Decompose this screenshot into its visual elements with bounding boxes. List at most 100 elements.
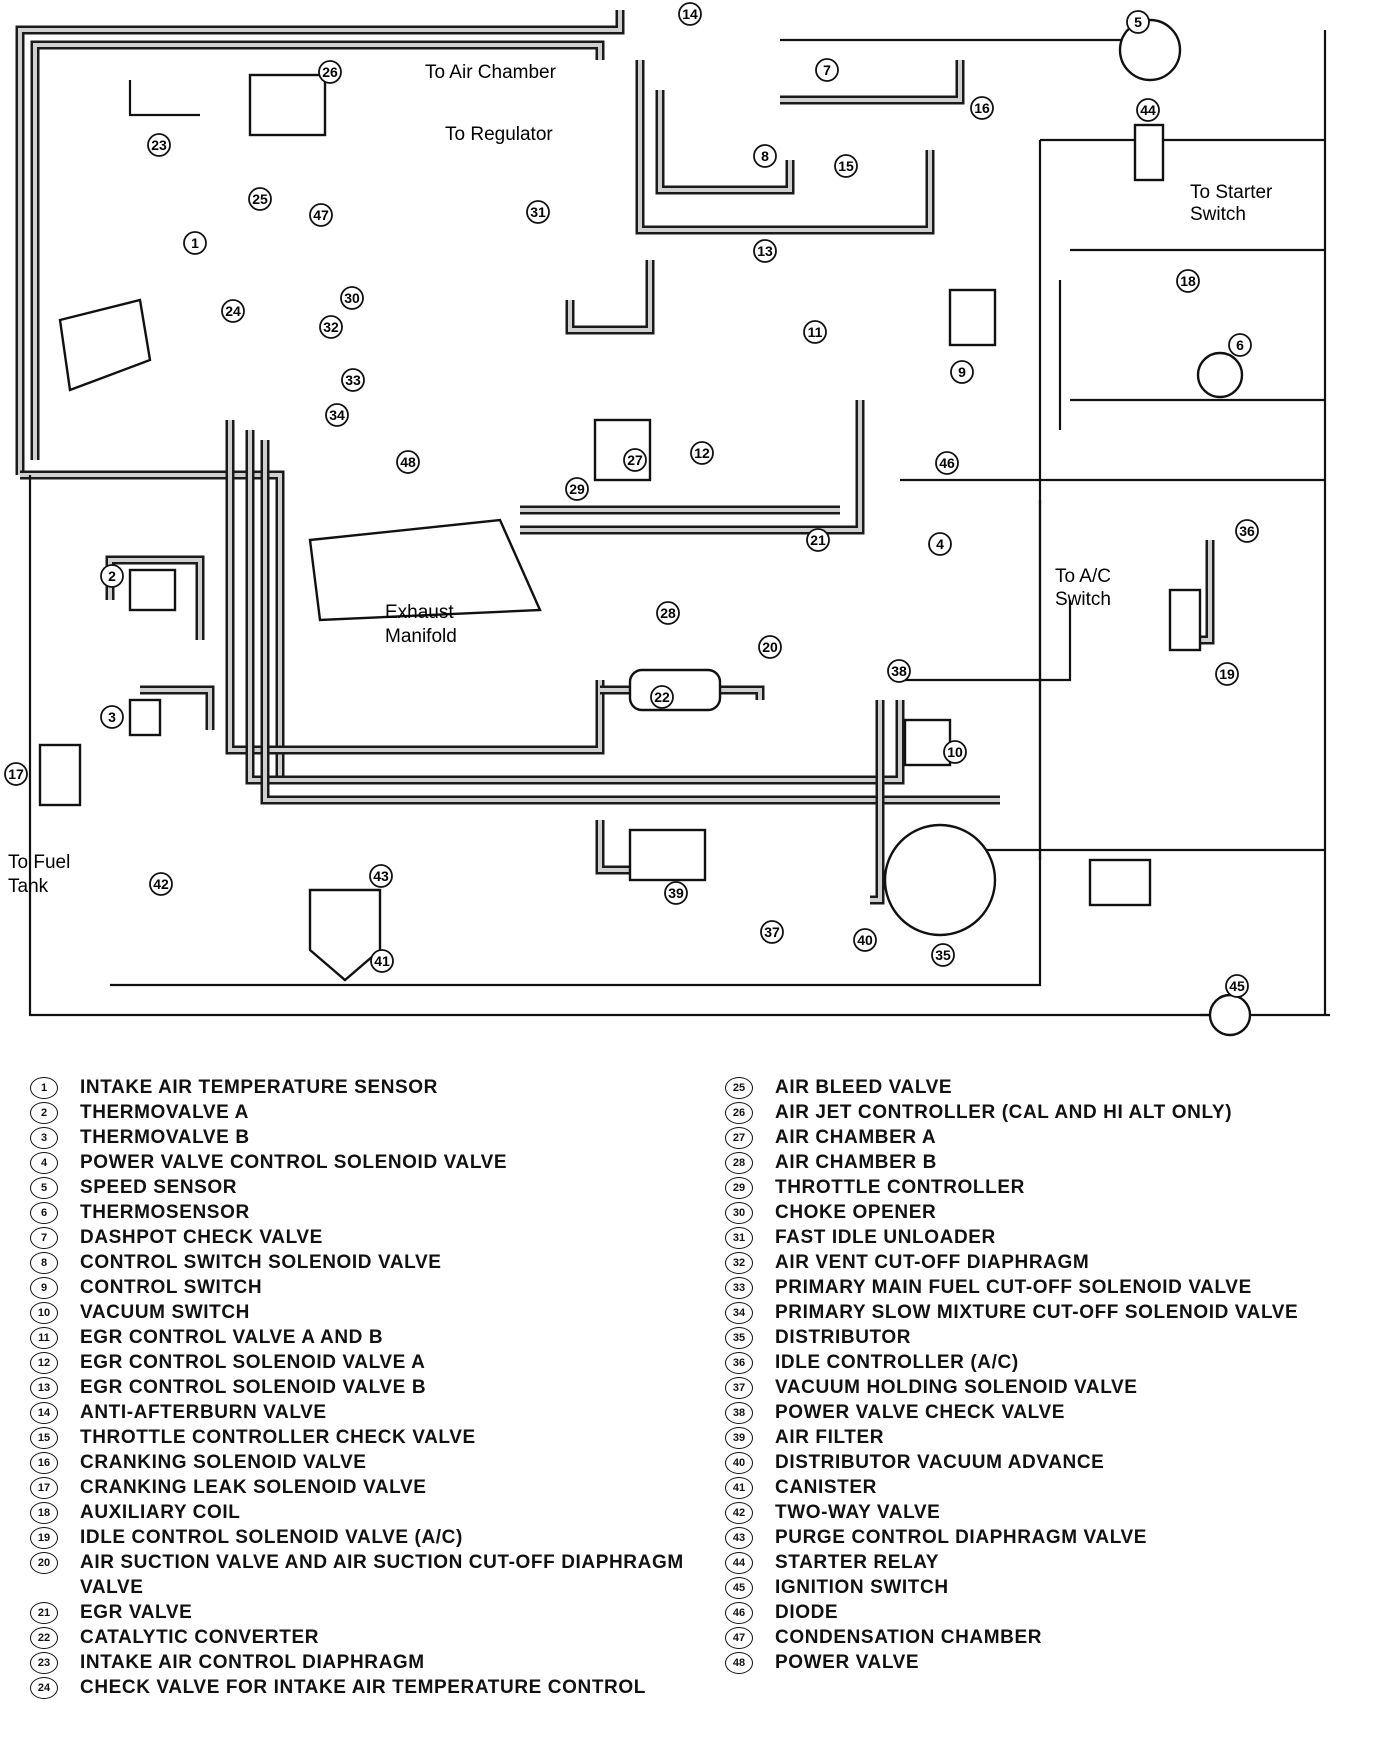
callout-16: 16 bbox=[970, 96, 994, 120]
callout-number: 20 bbox=[762, 639, 778, 655]
callout-circle bbox=[834, 154, 858, 178]
callout-5: 5 bbox=[1126, 10, 1150, 34]
callout-number: 37 bbox=[764, 924, 780, 940]
legend-text: CONDENSATION CHAMBER bbox=[775, 1627, 1043, 1648]
callout-2: 2 bbox=[100, 564, 124, 588]
legend-number: 30 bbox=[725, 1202, 753, 1224]
auxiliary-coil-box bbox=[1088, 858, 1152, 907]
legend-text: THERMOSENSOR bbox=[80, 1202, 250, 1223]
callout-circle bbox=[309, 203, 333, 227]
callout-number: 34 bbox=[329, 407, 345, 423]
callout-number: 19 bbox=[1219, 666, 1235, 682]
legend-number: 48 bbox=[725, 1652, 753, 1674]
legend-number: 27 bbox=[725, 1127, 753, 1149]
callout-circle bbox=[815, 58, 839, 82]
callout-number: 13 bbox=[757, 243, 773, 259]
callout-number: 3 bbox=[108, 709, 116, 725]
callout-27: 27 bbox=[623, 448, 647, 472]
callout-number: 42 bbox=[153, 876, 169, 892]
callout-number: 44 bbox=[1140, 102, 1156, 118]
legend-text: THERMOVALVE B bbox=[80, 1127, 250, 1148]
callout-circle bbox=[803, 320, 827, 344]
callout-circle bbox=[396, 450, 420, 474]
callout-number: 30 bbox=[344, 290, 360, 306]
callout-22: 22 bbox=[650, 685, 674, 709]
legend-number: 21 bbox=[30, 1602, 58, 1624]
legend-text: POWER VALVE CHECK VALVE bbox=[775, 1402, 1066, 1423]
callout-6: 6 bbox=[1228, 333, 1252, 357]
legend-number: 14 bbox=[30, 1402, 58, 1424]
speed-sensor bbox=[1118, 18, 1182, 82]
callout-9: 9 bbox=[950, 360, 974, 384]
legend-number: 13 bbox=[30, 1377, 58, 1399]
callout-number: 35 bbox=[935, 947, 951, 963]
callout-35: 35 bbox=[931, 943, 955, 967]
legend-text: CONTROL SWITCH SOLENOID VALVE bbox=[80, 1252, 442, 1273]
callout-number: 38 bbox=[891, 663, 907, 679]
callout-number: 16 bbox=[974, 100, 990, 116]
legend-text: TWO-WAY VALVE bbox=[775, 1502, 941, 1523]
callout-number: 12 bbox=[694, 445, 710, 461]
legend-text: CHOKE OPENER bbox=[775, 1202, 937, 1223]
air-jet-controller bbox=[248, 73, 327, 137]
callout-number: 9 bbox=[958, 364, 966, 380]
callout-47: 47 bbox=[309, 203, 333, 227]
callout-circle bbox=[758, 635, 782, 659]
legend-text: PURGE CONTROL DIAPHRAGM VALVE bbox=[775, 1527, 1148, 1548]
callout-number: 7 bbox=[823, 62, 831, 78]
legend-text: ANTI-AFTERBURN VALVE bbox=[80, 1402, 327, 1423]
callout-12: 12 bbox=[690, 441, 714, 465]
callout-43: 43 bbox=[369, 864, 393, 888]
legend-number: 37 bbox=[725, 1377, 753, 1399]
callout-3: 3 bbox=[100, 705, 124, 729]
callout-circle bbox=[928, 532, 952, 556]
callout-circle bbox=[1136, 98, 1160, 122]
legend-number: 2 bbox=[30, 1102, 58, 1124]
legend-number: 18 bbox=[30, 1502, 58, 1524]
callout-11: 11 bbox=[803, 320, 827, 344]
legend-text: IGNITION SWITCH bbox=[775, 1577, 949, 1598]
callout-circle bbox=[656, 601, 680, 625]
legend-text: CANISTER bbox=[775, 1477, 877, 1498]
legend-item: 7 DASHPOT CHECK VALVE bbox=[30, 1225, 690, 1250]
distributor bbox=[883, 823, 997, 937]
legend-text: EGR VALVE bbox=[80, 1602, 193, 1623]
legend-text: AIR CHAMBER A bbox=[775, 1127, 937, 1148]
callout-21: 21 bbox=[806, 528, 830, 552]
thermovalve-b bbox=[128, 698, 162, 737]
callout-25: 25 bbox=[248, 187, 272, 211]
callout-number: 22 bbox=[654, 689, 670, 705]
air-chamber-a bbox=[593, 418, 652, 482]
legend-number: 22 bbox=[30, 1627, 58, 1649]
callout-30: 30 bbox=[340, 286, 364, 310]
callout-40: 40 bbox=[853, 928, 877, 952]
legend-number: 32 bbox=[725, 1252, 753, 1274]
callout-circle bbox=[1126, 10, 1150, 34]
callout-circle bbox=[943, 740, 967, 764]
legend-number: 7 bbox=[30, 1227, 58, 1249]
callout-circle bbox=[1235, 519, 1259, 543]
callout-33: 33 bbox=[341, 368, 365, 392]
callout-number: 6 bbox=[1236, 337, 1244, 353]
idle-control-solenoid bbox=[1168, 588, 1202, 652]
callout-37: 37 bbox=[760, 920, 784, 944]
exhaust-manifold bbox=[308, 518, 542, 622]
callout-18: 18 bbox=[1176, 269, 1200, 293]
legend-text: EGR CONTROL SOLENOID VALVE A bbox=[80, 1352, 426, 1373]
label-to-fuel-tank-1: To Fuel bbox=[8, 852, 70, 873]
legend-number: 3 bbox=[30, 1127, 58, 1149]
callout-31: 31 bbox=[526, 200, 550, 224]
legend-text: DASHPOT CHECK VALVE bbox=[80, 1227, 323, 1248]
thermosensor bbox=[1196, 351, 1244, 399]
